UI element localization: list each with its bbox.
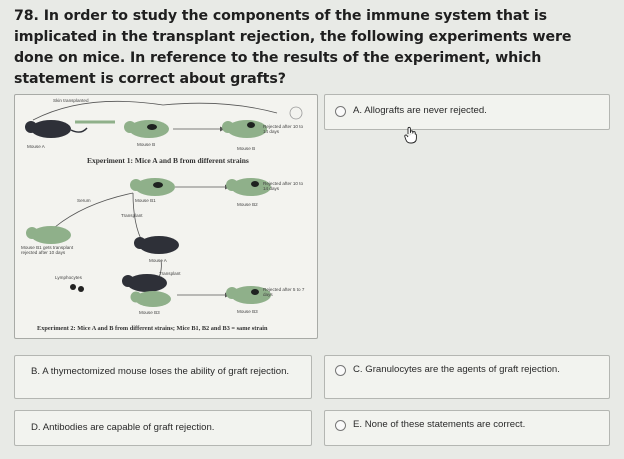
exp2-lymph-label: Lymphocytes [55,275,82,280]
choice-b-label: B. A thymectomized mouse loses the abili… [31,366,290,377]
choice-a-radio[interactable] [335,106,346,117]
exp2-mouse-b1-result-green-mouse [226,178,271,196]
choice-e-label: E. None of these statements are correct. [353,419,526,430]
exp2-lymphocyte-dots [70,284,84,292]
exp2-mouse-b1-green-mouse [130,178,175,196]
choice-a-label: A. Allografts are never rejected. [353,105,487,116]
exp2-mouse-b3-source-green-mouse [130,291,171,307]
exp1-transplant-arrow [32,100,278,121]
exp1-top-label: Skin transplanted [53,98,89,103]
choice-c-box[interactable]: C. Granulocytes are the agents of graft … [324,355,610,399]
question-number: 78. [14,8,39,24]
exp2-result1-label: Rejected after 10 to 14 days [263,181,304,191]
choice-e-box[interactable]: E. None of these statements are correct. [324,410,610,446]
exp1-mouse-b-label: Mouse B [137,142,156,147]
exp2-caption: Experiment 2: Mice A and B from differen… [37,325,268,332]
exp2-mouse-a-label: Mouse A [149,258,167,263]
choice-e-radio[interactable] [335,420,346,431]
choice-d-label: D. Antibodies are capable of graft rejec… [31,422,215,433]
exp1-mouse-b2-green-mouse [222,120,267,138]
exp2-serum-label: Serum [77,198,91,203]
exp2-mouse-a-dark-mouse [134,236,179,254]
choice-c-label: C. Granulocytes are the agents of graft … [353,364,560,375]
exp2-mouse-b3-label: Mouse B3 [139,310,160,315]
choice-a-box[interactable]: A. Allografts are never rejected. [324,94,610,130]
exp2-a-rejects-label: Mouse B1 gets transplant rejected after … [21,245,74,255]
question-text: 78. In order to study the components of … [14,6,610,90]
exp1-mouse-a-dark-mouse [25,120,88,138]
exp2-mouse-b1-label: Mouse B1 [135,198,156,203]
question-body: In order to study the components of the … [14,8,572,87]
exp2-result3-label: Rejected after 5 to 7 days [263,287,305,297]
exp1-mouse-b-green-mouse [124,120,169,138]
exp2-mouse-b2-label: Mouse B2 [237,202,258,207]
exp2-transplant2-label: Transplant [159,271,181,276]
exp2-mouse-b3-result-green-mouse [226,286,271,304]
choice-d-box[interactable]: D. Antibodies are capable of graft rejec… [14,410,312,446]
exp2-mouse-b3b-label: Mouse B3 [237,309,258,314]
exp2-mouse-b3-dark-mouse [122,274,167,292]
experiment-figure: Skin transplanted Mouse A Mouse B Mouse … [14,94,318,339]
exp2-serum-arrow [54,192,134,228]
experiment-diagram [25,100,303,307]
exp1-mouse-b2-label: Mouse B [237,146,256,151]
exp1-mouse-a-label: Mouse A [27,144,45,149]
exp2-mouse-b2-green-mouse [26,226,71,244]
choice-b-box[interactable]: B. A thymectomized mouse loses the abili… [14,355,312,399]
exp1-caption: Experiment 1: Mice A and B from differen… [87,156,249,165]
hand-pointer-icon [404,126,417,144]
exp2-transplant-label: Transplant [121,213,143,218]
choice-c-radio[interactable] [335,365,346,376]
exp1-result-label: Rejected after 10 to 14 days [263,124,304,134]
exp1-graft-circle [289,106,303,120]
